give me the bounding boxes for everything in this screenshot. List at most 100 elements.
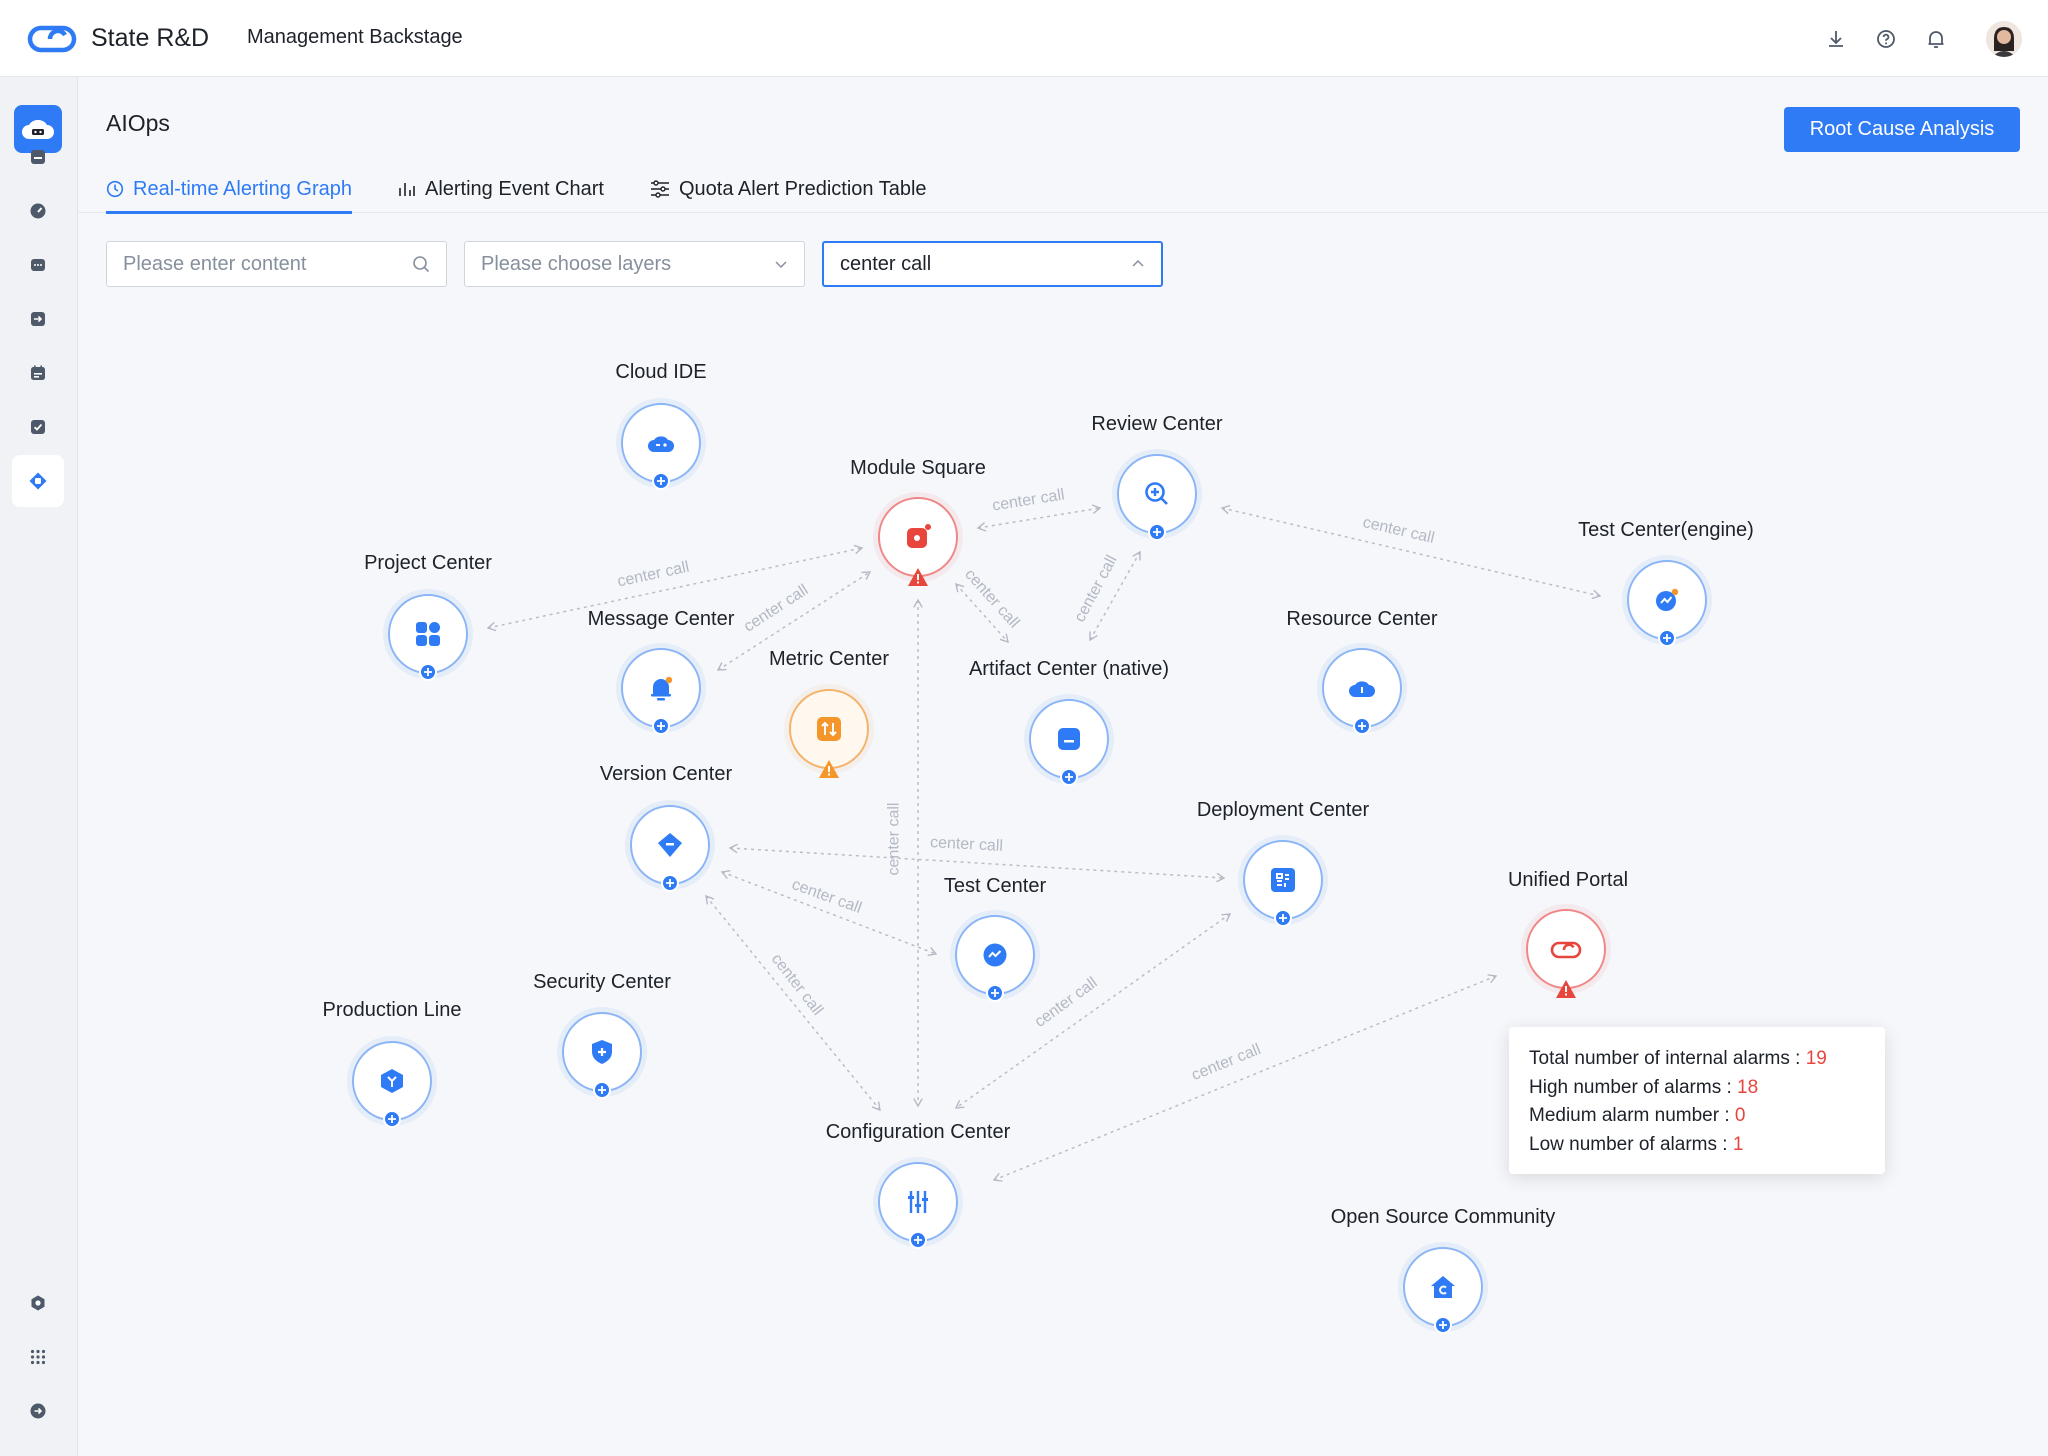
expand-node-button[interactable] <box>652 717 670 735</box>
node-label-version-center: Version Center <box>599 763 733 785</box>
node-test-center[interactable] <box>955 915 1035 1002</box>
sliders-icon <box>650 180 669 198</box>
expand-node-button[interactable] <box>419 663 437 681</box>
edge-review-testengine <box>1220 504 1602 600</box>
bar-chart-icon <box>399 183 415 196</box>
tab-label: Quota Alert Prediction Table <box>678 177 927 200</box>
node-resource-center[interactable] <box>1322 648 1402 735</box>
edge-version-config <box>705 894 881 1112</box>
tab-alerting-event-chart[interactable]: Alerting Event Chart <box>398 165 604 213</box>
search-input[interactable] <box>123 252 393 276</box>
node-label-message-center: Message Center <box>587 608 735 630</box>
tab-label: Real-time Alerting Graph <box>133 177 352 200</box>
edge-label: center call <box>1071 552 1121 625</box>
relation-select-value: center call <box>840 252 932 275</box>
expand-node-button[interactable] <box>1353 717 1371 735</box>
node-cloud-ide[interactable] <box>621 403 701 490</box>
search-plus-icon <box>1145 482 1168 505</box>
node-open-source-community[interactable] <box>1403 1247 1483 1334</box>
user-avatar[interactable] <box>1986 21 2022 57</box>
sidebar-item-apps[interactable] <box>12 1331 64 1383</box>
expand-node-button[interactable] <box>1434 1316 1452 1334</box>
tab-quota-alert-prediction-table[interactable]: Quota Alert Prediction Table <box>650 165 927 213</box>
node-label-open-source-community: Open Source Community <box>1330 1206 1556 1228</box>
test-chart-icon <box>983 943 1007 967</box>
edge-label: center call <box>740 581 812 636</box>
bell-icon[interactable] <box>1924 27 1948 51</box>
grid-apps-icon <box>416 622 440 646</box>
node-artifact-center[interactable] <box>1029 699 1109 786</box>
top-bar: State R&D Management Backstage <box>0 0 2048 77</box>
sidebar-item-settings[interactable] <box>12 1277 64 1329</box>
layer-select-placeholder: Please choose layers <box>481 252 672 275</box>
tab-realtime-alerting-graph[interactable]: Real-time Alerting Graph <box>106 165 352 214</box>
node-security-center[interactable] <box>562 1012 642 1099</box>
expand-node-button[interactable] <box>909 1231 927 1249</box>
chevron-up-icon <box>1132 259 1144 267</box>
sidebar-item-message[interactable] <box>12 239 64 291</box>
expand-node-button[interactable] <box>986 984 1004 1002</box>
node-label-module-square: Module Square <box>850 457 986 479</box>
node-label-unified-portal: Unified Portal <box>1507 869 1629 891</box>
expand-node-button[interactable] <box>1148 523 1166 541</box>
expand-node-button[interactable] <box>661 874 679 892</box>
warning-icon <box>819 760 839 778</box>
node-deployment-center[interactable] <box>1243 840 1323 927</box>
sidebar-item-dashboard[interactable] <box>12 131 64 183</box>
root-cause-analysis-button[interactable]: Root Cause Analysis <box>1784 107 2020 152</box>
edge-label: center call <box>1189 1040 1264 1085</box>
portal-cloud-icon <box>1550 941 1582 959</box>
node-review-center[interactable] <box>1117 454 1197 541</box>
node-label-production-line: Production Line <box>322 999 462 1021</box>
node-message-center[interactable] <box>621 648 701 735</box>
notification-bell-icon <box>651 676 673 701</box>
node-module-square[interactable] <box>878 497 958 586</box>
search-icon[interactable] <box>412 255 430 273</box>
expand-node-button[interactable] <box>383 1110 401 1128</box>
calendar-icon <box>31 365 45 380</box>
checklist-icon <box>31 420 45 434</box>
download-icon[interactable] <box>1824 27 1848 51</box>
test-engine-icon <box>1656 588 1679 611</box>
node-production-line[interactable] <box>352 1041 432 1128</box>
cloud-ide-icon <box>648 436 674 452</box>
sidebar-item-export[interactable] <box>12 293 64 345</box>
node-unified-portal[interactable] <box>1526 909 1606 998</box>
node-label-review-center: Review Center <box>1091 413 1223 435</box>
sidebar-item-speed[interactable] <box>12 185 64 237</box>
expand-node-button[interactable] <box>1658 629 1676 647</box>
layer-select[interactable]: Please choose layers <box>464 241 805 287</box>
expand-node-button[interactable] <box>652 472 670 490</box>
node-test-center-engine[interactable] <box>1627 560 1707 647</box>
search-field <box>106 241 447 287</box>
node-project-center[interactable] <box>388 594 468 681</box>
apps-icon <box>30 1349 46 1365</box>
sidebar-item-aiops[interactable] <box>12 455 64 507</box>
expand-node-button[interactable] <box>593 1081 611 1099</box>
sidebar-item-logout[interactable] <box>12 1385 64 1437</box>
expand-node-button[interactable] <box>1274 909 1292 927</box>
expand-node-button[interactable] <box>1060 768 1078 786</box>
edge-label: center call <box>961 565 1023 632</box>
node-label-configuration-center: Configuration Center <box>825 1121 1011 1143</box>
edge-label: center call <box>991 486 1066 515</box>
security-shield-icon <box>592 1040 612 1064</box>
total-alarm-count: 19 <box>1805 1048 1827 1069</box>
sidebar <box>0 77 78 1456</box>
sidebar-item-calendar[interactable] <box>12 347 64 399</box>
edge-review-artifact <box>1089 550 1141 642</box>
help-icon[interactable] <box>1874 27 1898 51</box>
node-metric-center[interactable] <box>789 689 869 778</box>
sidebar-item-checklist[interactable] <box>12 401 64 453</box>
tab-label: Alerting Event Chart <box>424 177 604 200</box>
node-configuration-center[interactable] <box>878 1162 958 1249</box>
brand[interactable]: State R&D <box>27 20 209 56</box>
edge-message-module <box>716 571 872 671</box>
tooltip-row-high: High number of alarms : 18 <box>1529 1076 1759 1098</box>
warning-icon <box>908 568 928 586</box>
app-logo-icon[interactable] <box>14 105 62 153</box>
version-tag-icon <box>658 833 682 857</box>
relation-select[interactable]: center call <box>822 241 1163 287</box>
node-version-center[interactable] <box>630 805 710 892</box>
